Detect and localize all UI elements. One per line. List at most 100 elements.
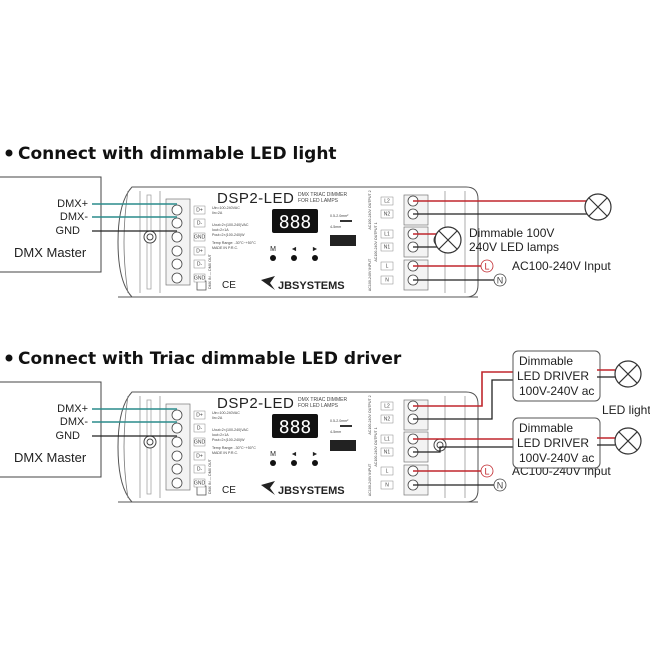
wire-spec: 0.5-2.0mm² xyxy=(330,419,349,423)
brand-logo: JBSYSTEMS xyxy=(278,485,345,497)
l2-wire xyxy=(413,371,515,407)
led-display: 888 xyxy=(279,417,312,438)
bullet-icon xyxy=(5,354,13,362)
dmx-terminal-label: D+ xyxy=(196,413,203,419)
spec-text: MADE IN P.R.C. xyxy=(212,451,238,455)
output-terminal-label: N1 xyxy=(384,245,391,251)
spec-text: Iin=2A xyxy=(212,211,223,215)
spec-text: Uout=2×(100-240)VAC xyxy=(212,223,249,227)
device-subtitle: FOR LED LAMPS xyxy=(298,198,339,204)
dmx-side-label: DMX IN — DMX OUT xyxy=(208,458,212,494)
live-terminal: L xyxy=(480,464,494,478)
button-label-1: ◄ xyxy=(291,451,298,458)
output-group-label: AC100-240V OUTPUT 2 xyxy=(368,190,372,229)
dmx-side-label: DMX IN — DMX OUT xyxy=(208,253,212,289)
output-terminal-label: L1 xyxy=(384,232,390,238)
device-model: DSP2-LED xyxy=(217,395,294,412)
device-subtitle: DMX TRIAC DIMMER xyxy=(298,397,347,403)
dmx-master-title: DMX Master xyxy=(14,245,87,260)
ce-mark: CE xyxy=(222,280,236,291)
dmx-terminal-label: GND xyxy=(194,276,206,282)
pin-gnd: GND xyxy=(56,225,81,237)
device-subtitle: FOR LED LAMPS xyxy=(298,403,339,409)
button-label-2: ► xyxy=(312,246,319,253)
lamp-icon xyxy=(614,427,642,455)
neutral-terminal-label: N xyxy=(497,276,504,286)
dmx-terminal-label: D- xyxy=(197,221,203,227)
driver-label: LED DRIVER xyxy=(517,369,589,383)
output-terminal-label: L xyxy=(386,469,389,475)
spec-text: Uin=100-240VAC xyxy=(212,411,240,415)
dmx-terminal-label: GND xyxy=(194,481,206,487)
dmx-terminal-label: GND xyxy=(194,440,206,446)
lamp-icon xyxy=(614,360,642,388)
output-group-label: AC100-240V OUTPUT 1 xyxy=(374,222,378,261)
n2-wire xyxy=(413,379,515,420)
driver-label: 100V-240V ac xyxy=(519,384,594,398)
wire-spec: 4-5mm xyxy=(330,225,341,229)
button-label-2: ► xyxy=(312,451,319,458)
n1-wire xyxy=(413,446,515,453)
output-terminal-label: L1 xyxy=(384,437,390,443)
spec-text: Pout=2×(100-240)W xyxy=(212,438,245,442)
bullet-icon xyxy=(5,149,13,157)
dmx-master-title: DMX Master xyxy=(14,450,87,465)
dmx-terminal-label: D- xyxy=(197,467,203,473)
spec-text: Iin=2A xyxy=(212,416,223,420)
input-label: AC100-240V Input xyxy=(512,259,611,273)
spec-text: Iout=2×1A xyxy=(212,228,229,232)
button-label-1: ◄ xyxy=(291,246,298,253)
spec-text: MADE IN P.R.C. xyxy=(212,246,238,250)
neutral-terminal: N xyxy=(493,273,507,287)
output-terminal-label: N xyxy=(385,278,389,284)
lamp-icon xyxy=(584,193,612,221)
dmx-terminal-label: D- xyxy=(197,262,203,268)
pin-gnd: GND xyxy=(56,430,81,442)
dmx-terminal-label: D- xyxy=(197,426,203,432)
device-model: DSP2-LED xyxy=(217,190,294,207)
driver-label: Dimmable xyxy=(519,354,573,368)
led-display: 888 xyxy=(279,212,312,233)
output-terminal-label: N1 xyxy=(384,450,391,456)
output-terminal-label: N2 xyxy=(384,212,391,218)
output-terminal-label: N xyxy=(385,483,389,489)
dmx-terminal-label: D+ xyxy=(196,249,203,255)
output-terminal-label: L2 xyxy=(384,199,390,205)
spec-text: Temp Range: -30°C~+50°C xyxy=(212,446,256,450)
spec-text: Pout=2×(100-240)W xyxy=(212,233,245,237)
spec-text: Iout=2×1A xyxy=(212,433,229,437)
section-heading: Connect with Triac dimmable LED driver xyxy=(18,349,402,369)
spec-text: Uin=100-240VAC xyxy=(212,206,240,210)
dmx-terminal-label: D+ xyxy=(196,208,203,214)
live-terminal-label: L xyxy=(484,467,489,477)
lamp-label: LED light xyxy=(602,403,650,417)
output-group-label: AC100-240V INPUT xyxy=(368,258,372,291)
neutral-terminal: N xyxy=(493,478,507,492)
live-terminal-label: L xyxy=(484,262,489,272)
spec-text: Temp Range: -30°C~+50°C xyxy=(212,241,256,245)
output-group-label: AC100-240V INPUT xyxy=(368,463,372,496)
wire-spec: 0.5-2.0mm² xyxy=(330,214,349,218)
output-terminal-label: L xyxy=(386,264,389,270)
lamp-icon xyxy=(434,226,462,254)
wire-spec: 4-5mm xyxy=(330,430,341,434)
lamp-label: Dimmable 100V xyxy=(469,226,554,240)
neutral-terminal-label: N xyxy=(497,481,504,491)
output-terminal-label: N2 xyxy=(384,417,391,423)
brand-logo: JBSYSTEMS xyxy=(278,280,345,292)
live-terminal: L xyxy=(480,259,494,273)
section-heading: Connect with dimmable LED light xyxy=(18,144,337,164)
pin-dmx-plus: DMX+ xyxy=(57,403,88,415)
lamp-label: 240V LED lamps xyxy=(469,240,559,254)
dmx-terminal-label: GND xyxy=(194,235,206,241)
device-subtitle: DMX TRIAC DIMMER xyxy=(298,192,347,198)
ce-mark: CE xyxy=(222,485,236,496)
driver-label: 100V-240V ac xyxy=(519,451,594,465)
pin-dmx-minus: DMX- xyxy=(60,416,88,428)
output-group-label: AC100-240V OUTPUT 1 xyxy=(374,427,378,466)
